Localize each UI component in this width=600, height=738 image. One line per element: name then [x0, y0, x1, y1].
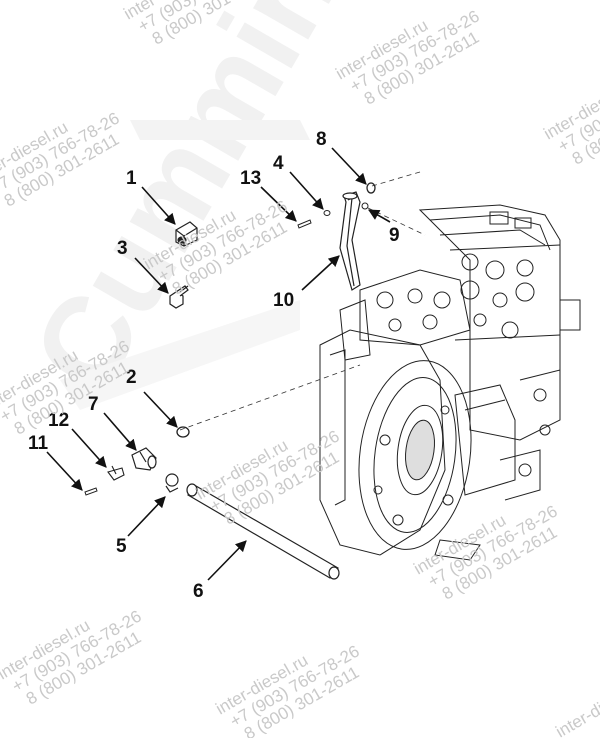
part-8-oring [366, 182, 376, 194]
watermark-block: inter-diesel.ru +7 (903) 766-78-26 8 (80… [0, 607, 145, 709]
watermark-block: inter-diesel.ru +7 (903) 766-78-26 8 (80… [541, 67, 600, 169]
part-1-clamp [175, 221, 198, 247]
callout-4: 4 [273, 153, 284, 174]
callout-8: 8 [316, 129, 327, 150]
callout-3: 3 [117, 238, 128, 259]
leader-arrows [46, 147, 391, 581]
part-3-bolt [169, 285, 189, 309]
callout-6: 6 [193, 581, 204, 602]
callout-7: 7 [88, 394, 99, 415]
part-5-clamp [165, 473, 179, 493]
watermark-block: inter-diesel.ru +7 (903) 766-78-26 8 (80… [333, 7, 483, 109]
callout-12: 12 [48, 410, 69, 431]
part-6-tube [186, 483, 340, 580]
callout-2: 2 [126, 367, 137, 388]
watermark-block: inter-diesel.ru [553, 674, 600, 738]
part-2-oring [176, 426, 190, 438]
part-11-screw [84, 487, 98, 496]
part-12-clip [107, 465, 125, 481]
part-10-tube [339, 191, 361, 291]
part-9-seal [361, 202, 369, 210]
callout-5: 5 [116, 536, 127, 557]
part-13-screw [297, 219, 312, 229]
callout-10: 10 [273, 290, 294, 311]
callout-9: 9 [389, 225, 400, 246]
callout-labels: 1 2 3 4 5 6 7 8 9 10 11 12 13 [28, 129, 400, 602]
watermark-block: inter-diesel.ru +7 (903) 766-78-26 8 (80… [411, 502, 561, 604]
engine-assembly [319, 204, 581, 561]
callout-1: 1 [126, 168, 137, 189]
callout-11: 11 [28, 433, 49, 454]
watermark-block: inter-diesel.ru +7 (903) 766-78-26 8 (80… [193, 427, 343, 529]
watermark-block: inter-diesel.ru +7 (903) 766-78-26 8 (80… [213, 642, 363, 738]
svg-text:inter-diesel.ru: inter-diesel.ru [553, 674, 600, 738]
callout-13: 13 [240, 168, 261, 189]
part-7-adapter [131, 447, 157, 471]
part-4-ring [323, 210, 331, 216]
